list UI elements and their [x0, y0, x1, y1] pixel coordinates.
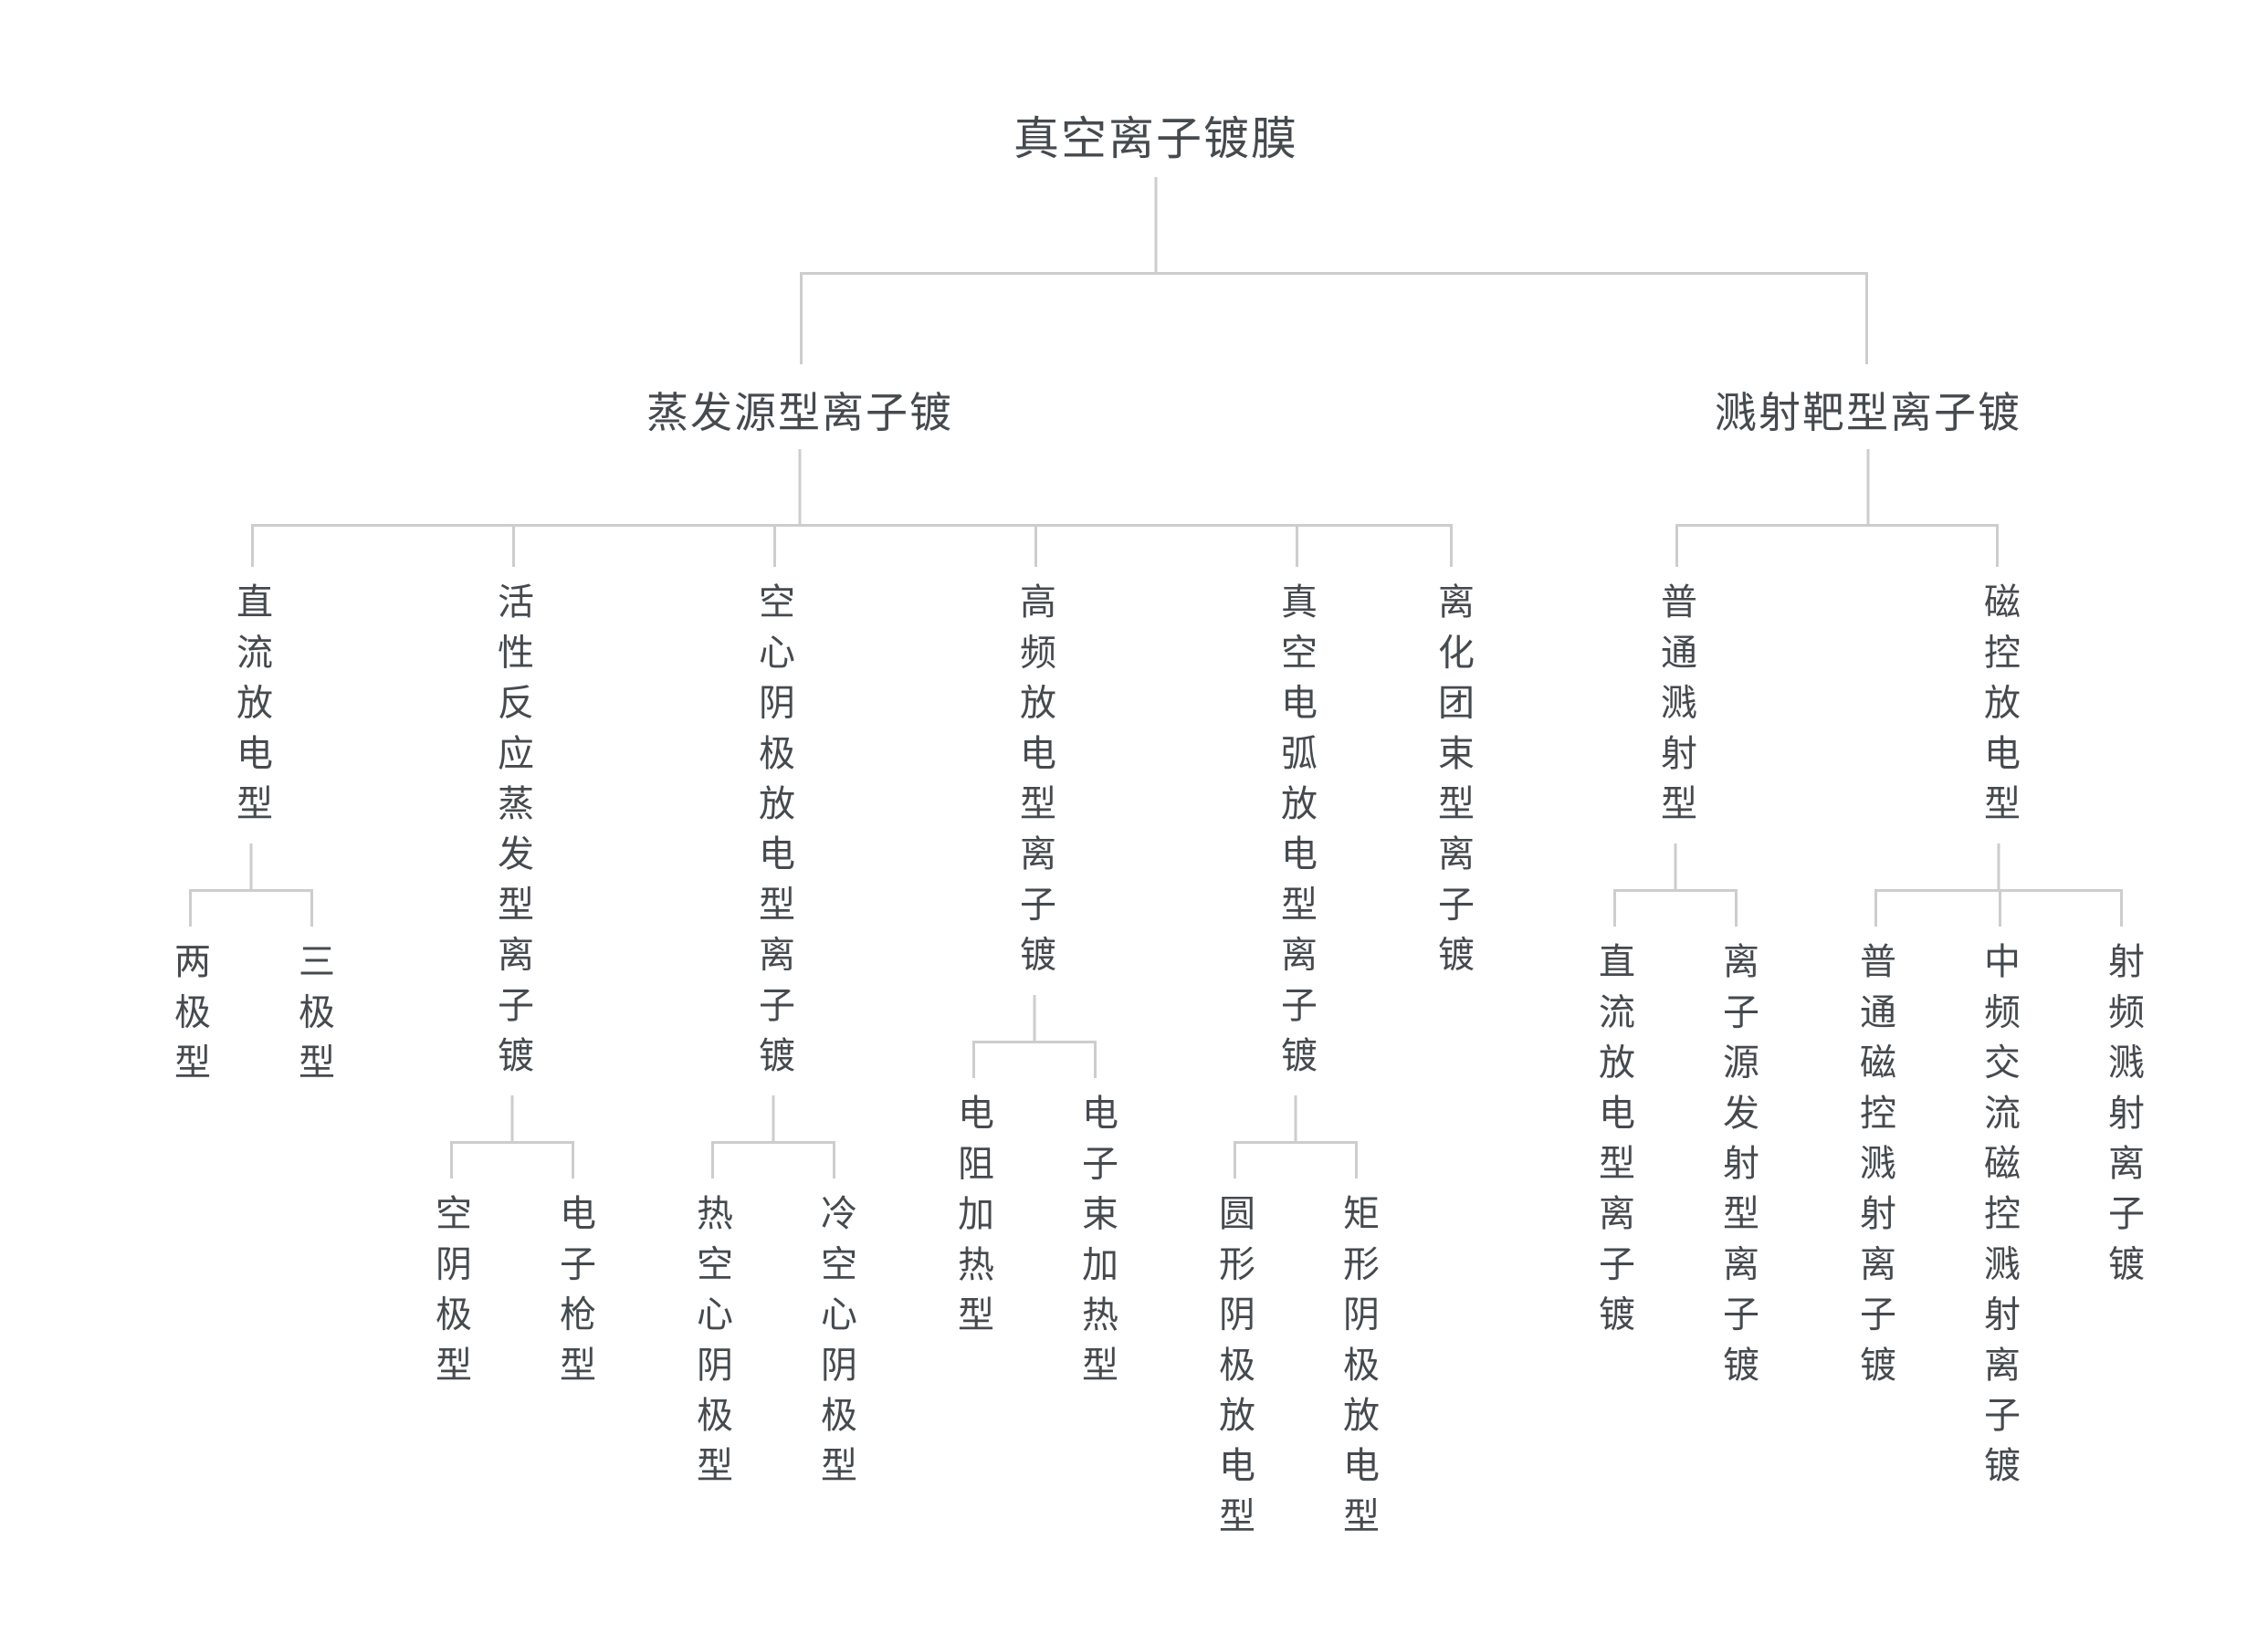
node-ordinary-sputtering-type: 普通溅射型 直流放电型离子镀 离子源发射型离子镀	[1545, 524, 1809, 1396]
node-ion-source-emission-ion-plating-label: 离子源发射型离子镀	[1717, 942, 1758, 1396]
node-electron-gun-type-label: 电子枪型	[554, 1194, 594, 1396]
node-ionized-cluster-beam-ion-plating-label: 离化团束型离子镀	[1433, 582, 1473, 986]
magnetron-discharge-children: 普通磁控溅射离子镀 中频交流磁控溅射离子镀 射频溅射离子镀	[1812, 834, 2185, 1496]
node-vacuum-arc-discharge-ion-plating-label: 真空电弧放电型离子镀	[1276, 582, 1316, 1086]
node-circular-cathode-discharge-type: 圆形阴极放电型	[1171, 1141, 1298, 1547]
node-ionized-cluster-beam-ion-plating: 离化团束型离子镀	[1423, 524, 1479, 986]
node-hot-hollow-cathode-type-label: 热空心阴极型	[691, 1194, 731, 1497]
level-1-branches: 蒸发源型离子镀 直流放电型 两极型 三极型	[88, 168, 2224, 1546]
node-high-frequency-discharge-ion-plating: 高频放电型离子镀 电阻加热型 电子束加热型	[904, 524, 1168, 1396]
vacuum-arc-discharge-children: 圆形阴极放电型 矩形阴极放电型	[1171, 1086, 1420, 1546]
node-rectangular-cathode-discharge-type: 矩形阴极放电型	[1293, 1141, 1420, 1547]
node-electron-beam-heating-type: 电子束加热型	[1032, 1040, 1159, 1396]
node-mf-ac-magnetron-sputtering-ion-plating: 中频交流磁控溅射离子镀	[1937, 889, 2063, 1497]
node-ordinary-sputtering-type-label: 普通溅射型	[1655, 582, 1696, 834]
hollow-cathode-discharge-children: 热空心阴极型 冷空心阴极型	[649, 1086, 898, 1496]
dc-discharge-children: 两极型 三极型	[127, 834, 375, 1094]
node-vacuum-ion-coating-label: 真空离子镀膜	[1013, 113, 1298, 164]
node-dc-discharge-type-label: 直流放电型	[231, 582, 271, 834]
node-cold-hollow-cathode-type: 冷空心阴极型	[771, 1141, 898, 1497]
node-dc-discharge-type: 直流放电型 两极型 三极型	[121, 524, 384, 1094]
node-dc-discharge-ion-plating-label: 直流放电型离子镀	[1593, 942, 1633, 1346]
node-ion-source-emission-ion-plating: 离子源发射型离子镀	[1673, 889, 1800, 1396]
node-dc-discharge-ion-plating: 直流放电型离子镀	[1551, 889, 1678, 1346]
node-electron-gun-type: 电子枪型	[509, 1141, 636, 1396]
node-three-electrode-type: 三极型	[248, 889, 375, 1094]
node-high-frequency-discharge-ion-plating-label: 高频放电型离子镀	[1014, 582, 1055, 986]
high-frequency-discharge-children: 电阻加热型 电子束加热型	[910, 986, 1159, 1396]
node-resistance-heating-type-label: 电阻加热型	[952, 1093, 992, 1346]
ordinary-sputtering-children: 直流放电型离子镀 离子源发射型离子镀	[1551, 834, 1800, 1396]
node-resistance-heating-type: 电阻加热型	[910, 1040, 1037, 1346]
node-mf-ac-magnetron-sputtering-ion-plating-label: 中频交流磁控溅射离子镀	[1979, 942, 2019, 1497]
node-electron-beam-heating-type-label: 电子束加热型	[1076, 1093, 1117, 1396]
node-activated-reactive-evaporation-ion-plating: 活性反应蒸发型离子镀 空阴极型 电子枪型	[382, 524, 646, 1396]
evaporation-source-children: 直流放电型 两极型 三极型 活性反应蒸发型离子镀	[121, 440, 1479, 1546]
activated-reactive-evaporation-children: 空阴极型 电子枪型	[388, 1086, 636, 1396]
node-hollow-cathode-type: 空阴极型	[388, 1141, 515, 1396]
node-sputter-target-ion-plating-label: 溅射靶型离子镀	[1715, 389, 2021, 436]
node-rectangular-cathode-discharge-type-label: 矩形阴极放电型	[1338, 1194, 1378, 1547]
node-two-electrode-type: 两极型	[127, 889, 254, 1094]
node-activated-reactive-evaporation-ion-plating-label: 活性反应蒸发型离子镀	[492, 582, 532, 1086]
node-ordinary-magnetron-sputtering-ion-plating-label: 普通磁控溅射离子镀	[1854, 942, 1895, 1396]
node-ordinary-magnetron-sputtering-ion-plating: 普通磁控溅射离子镀	[1812, 889, 1939, 1396]
node-hollow-cathode-discharge-ion-plating: 空心阴极放电型离子镀 热空心阴极型 冷空心阴极型	[643, 524, 907, 1496]
node-hollow-cathode-type-label: 空阴极型	[430, 1194, 470, 1396]
node-rf-sputtering-ion-plating: 射频溅射离子镀	[2058, 889, 2185, 1295]
node-cold-hollow-cathode-type-label: 冷空心阴极型	[815, 1194, 856, 1497]
node-two-electrode-type-label: 两极型	[169, 942, 209, 1094]
node-hot-hollow-cathode-type: 热空心阴极型	[649, 1141, 776, 1497]
node-magnetron-discharge-type-label: 磁控放电型	[1979, 582, 2019, 834]
node-evaporation-source-ion-plating: 蒸发源型离子镀 直流放电型 两极型 三极型	[88, 272, 1515, 1546]
node-three-electrode-type-label: 三极型	[293, 942, 333, 1094]
node-circular-cathode-discharge-type-label: 圆形阴极放电型	[1213, 1194, 1254, 1547]
node-sputter-target-ion-plating: 溅射靶型离子镀 普通溅射型 直流放电型离子镀 离子源发射型离子镀	[1509, 272, 2224, 1496]
node-hollow-cathode-discharge-ion-plating-label: 空心阴极放电型离子镀	[753, 582, 793, 1086]
vacuum-ion-plating-tree: 真空离子镀膜 蒸发源型离子镀 直流放电型 两极型	[44, 102, 2268, 1546]
node-vacuum-arc-discharge-ion-plating: 真空电弧放电型离子镀 圆形阴极放电型 矩形阴极放电型	[1165, 524, 1429, 1546]
node-evaporation-source-ion-plating-label: 蒸发源型离子镀	[646, 389, 953, 436]
sputter-target-children: 普通溅射型 直流放电型离子镀 离子源发射型离子镀	[1545, 440, 2191, 1496]
node-vacuum-ion-coating: 真空离子镀膜 蒸发源型离子镀 直流放电型 两极型	[88, 102, 2224, 1546]
node-magnetron-discharge-type: 磁控放电型 普通磁控溅射离子镀 中频交流磁控溅射离子镀 射频溅射离子镀	[1803, 524, 2191, 1496]
node-rf-sputtering-ion-plating-label: 射频溅射离子镀	[2103, 942, 2143, 1295]
